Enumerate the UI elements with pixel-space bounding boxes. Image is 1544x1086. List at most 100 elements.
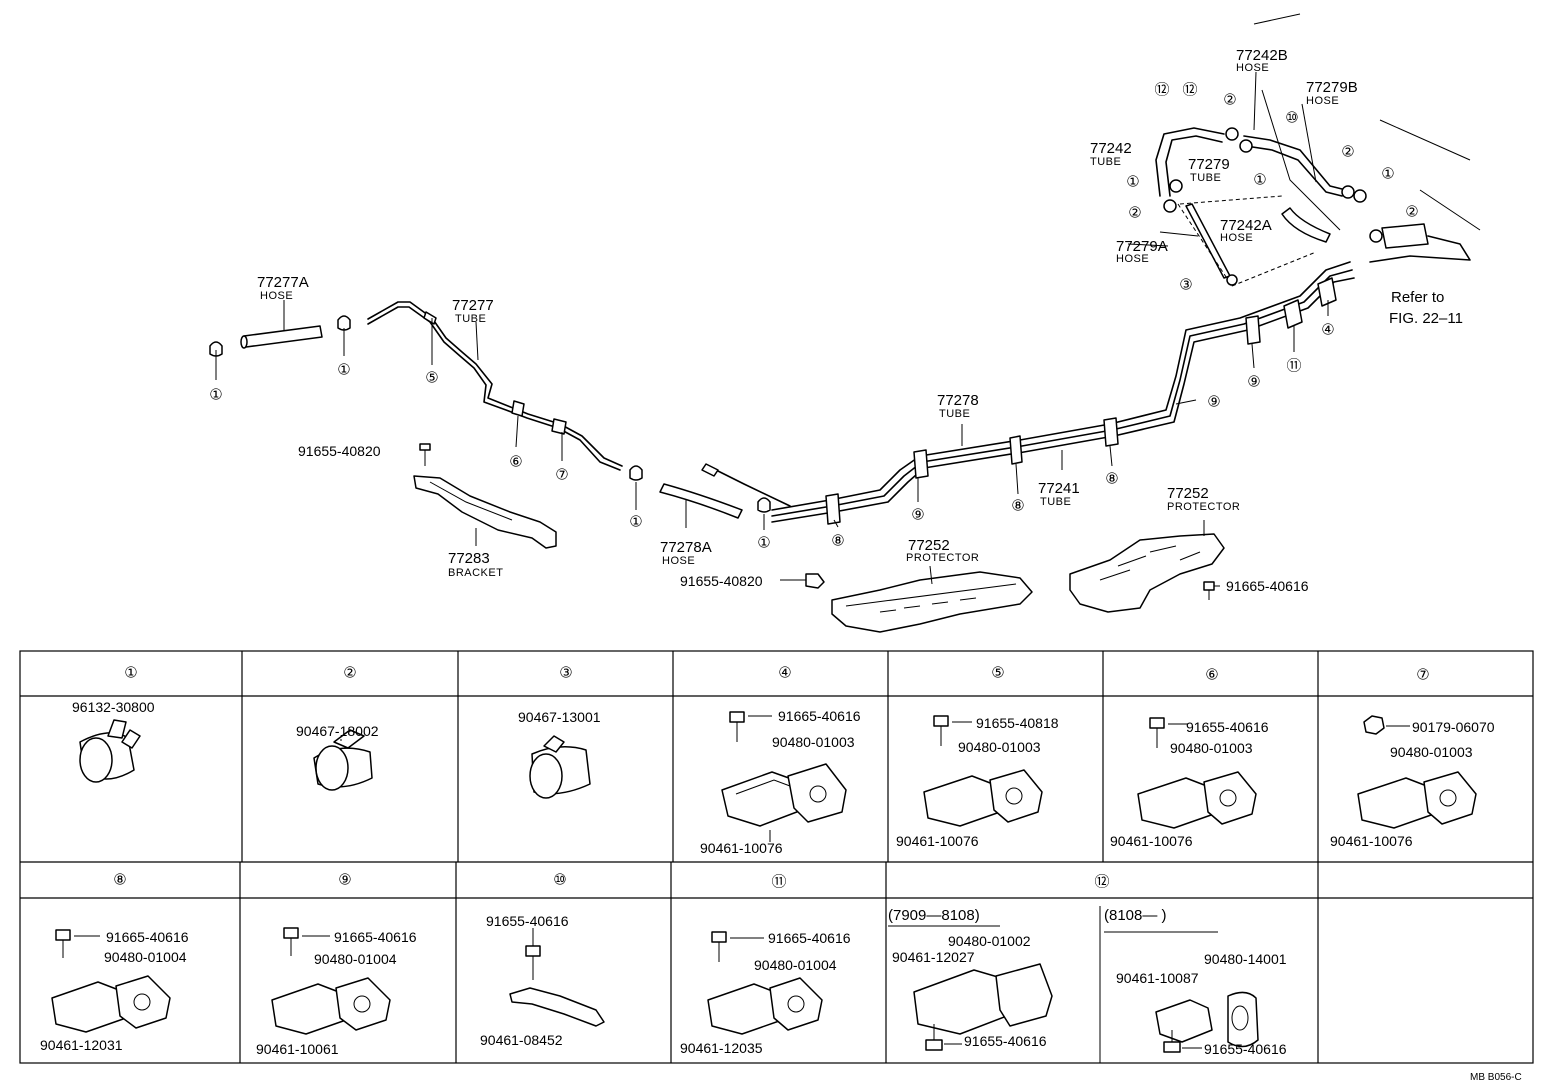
part-90461-10087: 90461-10087 [1116,970,1199,986]
bolt-icon [1149,717,1165,748]
clamp-block-icon [1155,999,1213,1043]
part-90480-01003: 90480-01003 [772,734,855,750]
cell-12a-parts: (7909—8108) 90480-01002 90461-12027 9165… [888,907,1053,1051]
part-91655-40616: 91655-40616 [486,913,569,929]
label-77277-sub: TUBE [455,313,486,325]
nut-icon [1363,715,1385,735]
label-77279-sub: TUBE [1190,172,1221,184]
parts-table: ① ② ③ ④ ⑤ ⑥ ⑦ ⑧ ⑨ ⑩ ⑪ ⑫ 96132-30800 9046… [19,650,1534,1064]
bolt-icon [925,1024,943,1051]
callout-1: ① [757,535,770,552]
protector-77252-right [1069,533,1225,613]
clamp-block-icon [1137,777,1215,829]
part-90480-01003: 90480-01003 [1390,744,1473,760]
bolt-icon [419,443,431,466]
callout-2: ② [1223,92,1236,109]
callout-1: ① [1253,172,1266,189]
part-91665-40616: 91665-40616 [778,708,861,724]
table-num-7: ⑦ [1416,667,1429,684]
spring-clamp-icon [1163,127,1383,286]
part-91665-40616: 91665-40616 [106,929,189,945]
hose-clamp-icon [529,735,591,799]
cell-6-parts: 91655-40616 90480-01003 90461-10076 [1110,717,1269,849]
part-91655-40616: 91655-40616 [1186,719,1269,735]
callout-5: ⑤ [425,370,438,387]
callout-8: ⑧ [831,533,844,550]
table-num-10: ⑩ [553,872,566,889]
label-77278A-sub: HOSE [662,555,695,567]
label-77279A-sub: HOSE [1116,253,1149,265]
callout-10: ⑩ [1285,110,1298,127]
footer-code: MB B056-C [1470,1072,1522,1083]
callout-9: ⑨ [1207,394,1220,411]
cushion-icon [1203,771,1257,825]
label-77252-a: 77252 [908,537,950,554]
callout-2: ② [1405,204,1418,221]
callout-12: ⑫ [1182,82,1197,99]
cushion-icon [1227,991,1259,1048]
label-77279B-sub: HOSE [1306,95,1339,107]
cell-12b-parts: (8108— ) 90461-10087 90480-14001 91655-4… [1104,907,1287,1057]
bolt-icon [1203,581,1215,591]
callout-3: ③ [1179,277,1192,294]
label-91655-40820-b: 91655-40820 [680,573,763,589]
callout-2: ② [1128,205,1141,222]
label-77252-b-sub: PROTECTOR [1167,501,1240,513]
bolt-icon [711,931,727,962]
bracket-icon [509,987,605,1027]
range-8108: (8108— ) [1104,907,1167,924]
hose-clamp-icon [209,315,771,513]
clamp-block-icon [51,981,127,1033]
callout-1: ① [337,362,350,379]
range-7909-8108: (7909—8108) [888,907,980,924]
table-num-11: ⑪ [771,874,786,891]
part-91665-40616: 91665-40616 [768,930,851,946]
part-90480-01003: 90480-01003 [1170,740,1253,756]
table-num-1: ① [124,665,137,682]
label-77277A: 77277A [257,274,309,291]
hose-77242A [1281,207,1331,243]
cell-4-parts: 91665-40616 90480-01003 90461-10076 [700,708,861,856]
spring-clamp-icon [313,729,373,791]
bolt-icon [805,573,825,589]
exploded-view: 77277A HOSE 77277 TUBE 91655-40820 77283… [209,13,1481,633]
part-90461-08452: 90461-08452 [480,1032,563,1048]
bracket-77283 [413,475,557,549]
cushion-icon [1423,771,1477,825]
label-77252-b: 77252 [1167,485,1209,502]
callout-9: ⑨ [1247,374,1260,391]
bolt-icon [283,927,299,956]
part-90461-12027: 90461-12027 [892,949,975,965]
label-77278-sub: TUBE [939,408,970,420]
protector-77252-left [831,571,1033,633]
clamp-block-icon [1357,777,1435,829]
table-num-9: ⑨ [338,872,351,889]
part-90480-01004: 90480-01004 [754,957,837,973]
part-90461-10076: 90461-10076 [700,840,783,856]
table-num-4: ④ [778,665,791,682]
cell-5-parts: 91655-40818 90480-01003 90461-10076 [896,715,1059,849]
label-77279: 77279 [1188,156,1230,173]
table-num-6: ⑥ [1205,667,1218,684]
hose-77277A [240,325,323,349]
label-77241-sub: TUBE [1040,496,1071,508]
label-77242: 77242 [1090,140,1132,157]
bolt-icon [55,929,71,958]
part-90461-12031: 90461-12031 [40,1037,123,1053]
label-77242A-sub: HOSE [1220,232,1253,244]
tube-77277 [367,301,623,467]
callout-2: ② [1341,144,1354,161]
cell-10-parts: 91655-40616 90461-08452 [480,913,605,1048]
part-90461-10076: 90461-10076 [1330,833,1413,849]
label-77277A-sub: HOSE [260,290,293,302]
refer-to-line1: Refer to [1391,289,1444,306]
table-num-2: ② [343,665,356,682]
callout-12: ⑫ [1154,82,1169,99]
label-77242B: 77242B [1236,47,1288,64]
label-77242A: 77242A [1220,217,1272,234]
cushion-icon [769,977,823,1031]
callout-8: ⑧ [1011,498,1024,515]
part-90461-10076: 90461-10076 [1110,833,1193,849]
part-90480-01004: 90480-01004 [104,949,187,965]
label-77278: 77278 [937,392,979,409]
